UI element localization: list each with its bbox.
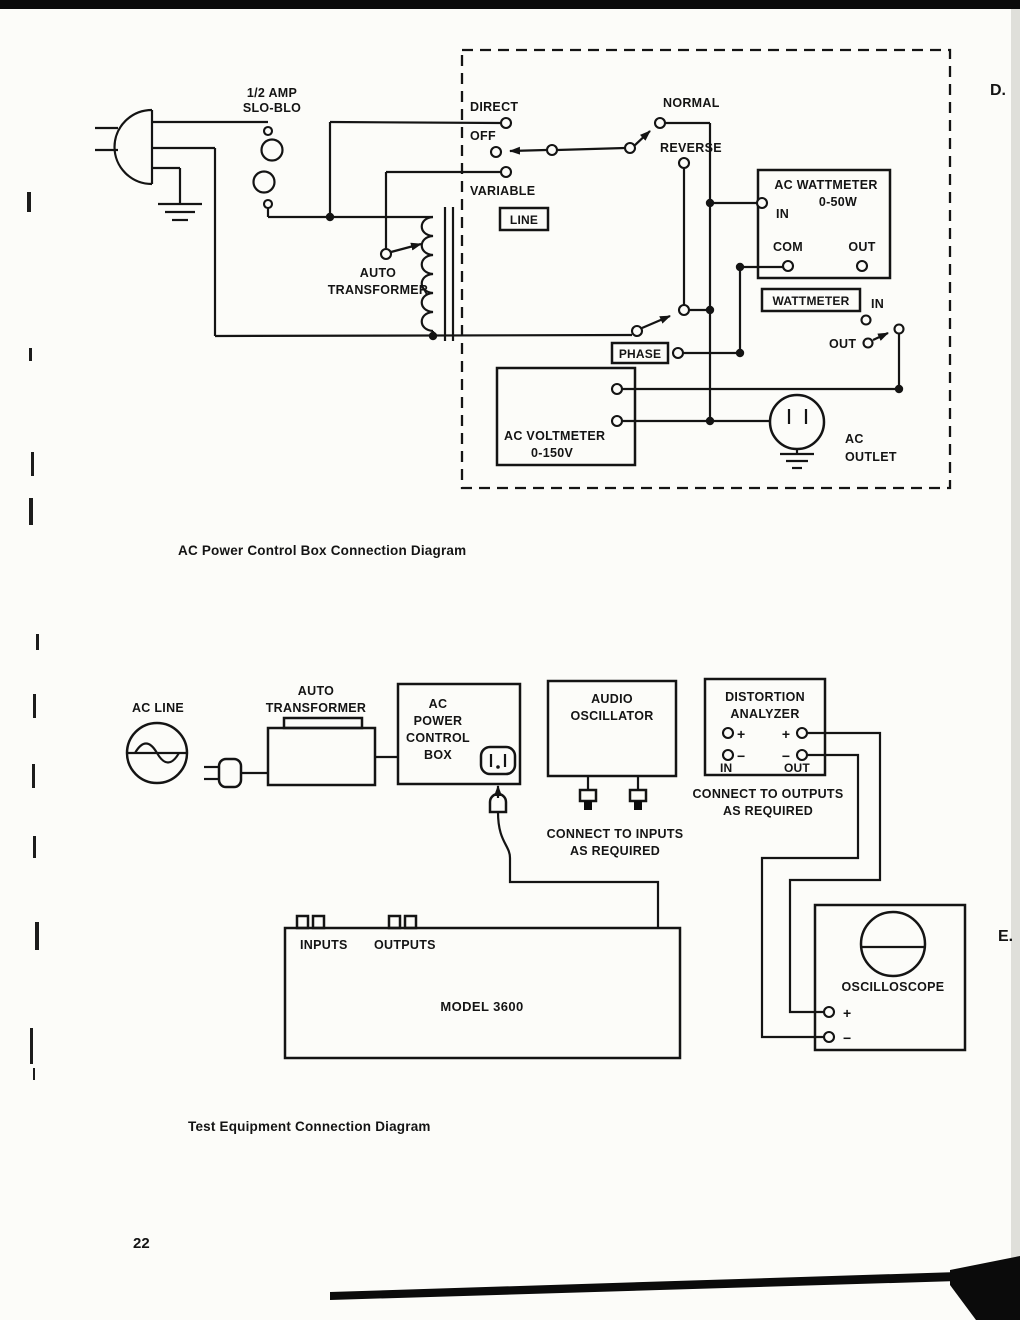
audio-oscillator: AUDIO OSCILLATOR: [546, 679, 678, 810]
wattmeter-tag-label: WATTMETER: [773, 294, 850, 308]
analyzer-out-label: OUT: [784, 761, 810, 775]
voltmeter-title: AC VOLTMETER: [504, 429, 605, 443]
model-outputs-label: OUTPUTS: [374, 938, 436, 952]
analyzer-in-minus: −: [737, 748, 745, 764]
line-tag-box: [498, 206, 550, 232]
voltmeter-range: 0-150V: [531, 446, 573, 460]
ac-plug-icon: [95, 108, 154, 186]
wattmeter-tag-out-label: OUT: [829, 337, 856, 351]
phone-jack-icon: [578, 776, 598, 810]
variable-label: VARIABLE: [470, 184, 535, 198]
analyzer-scope-wiring: [760, 731, 882, 1039]
autotransformer2-icon: [266, 716, 398, 787]
power-box-label-line4: BOX: [424, 748, 452, 762]
ac-power-control-box-diagram: 1/2 AMP SLO-BLO AUTO TRANSFORMER: [95, 48, 1006, 558]
direct-label: DIRECT: [470, 100, 518, 114]
analyzer-in-plus: +: [737, 726, 745, 742]
fuse-icon: [152, 120, 284, 210]
wattmeter-range: 0-50W: [819, 195, 857, 209]
analyzer-label-line1: DISTORTION: [725, 690, 805, 704]
section-marker-e: E.: [998, 928, 1013, 945]
model-3600-unit: INPUTS OUTPUTS MODEL 3600: [283, 914, 682, 1060]
power-box-outline: [396, 682, 522, 786]
wattmeter-title: AC WATTMETER: [774, 178, 877, 192]
line-selector-switch: DIRECT OFF VARIABLE LINE: [470, 100, 637, 232]
wattmeter-jacks: WATTMETER IN OUT: [760, 287, 905, 394]
ac-wattmeter: AC WATTMETER 0-50W IN COM OUT: [755, 168, 892, 280]
oscilloscope-label: OSCILLOSCOPE: [842, 980, 945, 994]
autotransformer2-label-line1: AUTO: [298, 684, 334, 698]
off-label: OFF: [470, 129, 496, 143]
model-name-label: MODEL 3600: [440, 999, 523, 1014]
fuse-label-line1: 1/2 AMP: [247, 86, 297, 100]
power-box-label-line3: CONTROL: [406, 731, 470, 745]
wattmeter-tag-box: [760, 287, 862, 313]
crt-screen-icon: [859, 910, 927, 978]
line-tag-label: LINE: [510, 213, 538, 227]
phase-tag-box: [610, 341, 670, 365]
ac-wattmeter-box: [756, 168, 892, 280]
analyzer-box: [703, 677, 827, 777]
reverse-label: REVERSE: [660, 141, 722, 155]
connect-outputs-line1: CONNECT TO OUTPUTS: [692, 787, 843, 801]
line-plug-icon: [204, 757, 268, 789]
analyzer-in-label: IN: [720, 761, 732, 775]
voltmeter-box: [495, 366, 637, 467]
connect-outputs-line2: AS REQUIRED: [723, 804, 813, 818]
bus-wiring: [705, 123, 783, 426]
oscillator-label-line2: OSCILLATOR: [570, 709, 653, 723]
analyzer-label-line2: ANALYZER: [730, 707, 799, 721]
power-box-label-line2: POWER: [414, 714, 463, 728]
diagram2-caption: Test Equipment Connection Diagram: [188, 1119, 431, 1134]
fuse-label-line2: SLO-BLO: [243, 101, 301, 115]
autotransformer2-label-line2: TRANSFORMER: [266, 701, 367, 715]
ac-power-control-box: AC POWER CONTROL BOX: [396, 682, 522, 786]
phone-jack-icon: [628, 776, 648, 810]
analyzer-out-minus: −: [782, 748, 790, 764]
diagram1-caption: AC Power Control Box Connection Diagram: [178, 543, 466, 558]
autotransformer-label-line2: TRANSFORMER: [328, 283, 429, 297]
distortion-analyzer: DISTORTION ANALYZER + + − − IN OUT: [703, 677, 827, 777]
power-box-label-line1: AC: [429, 697, 448, 711]
model-3600-box: [283, 926, 682, 1060]
page-number: 22: [133, 1235, 150, 1252]
scope-plus-label: +: [843, 1005, 851, 1021]
wattmeter-tag-in-label: IN: [871, 297, 884, 311]
autotransformer-coil-icon: [379, 170, 501, 341]
model-inputs-label: INPUTS: [300, 938, 348, 952]
normal-label: NORMAL: [663, 96, 720, 110]
oscilloscope-unit: OSCILLOSCOPE + −: [813, 903, 967, 1052]
input-wiring: [152, 120, 633, 338]
ac-line-label: AC LINE: [132, 701, 184, 715]
ground-icon: [152, 166, 202, 222]
oscillator-label-line1: AUDIO: [591, 692, 633, 706]
oscillator-box: [546, 679, 678, 778]
wattmeter-com-label: COM: [773, 240, 803, 254]
ac-line-source-icon: [125, 721, 189, 785]
normal-reverse-switch: NORMAL REVERSE: [630, 96, 722, 338]
autotransformer-label-line1: AUTO: [360, 266, 396, 280]
outlet-socket-icon: [479, 745, 517, 776]
ac-outlet-icon: [768, 393, 826, 470]
scope-minus-label: −: [843, 1030, 851, 1046]
connect-inputs-line2: AS REQUIRED: [570, 844, 660, 858]
oscilloscope-box: [813, 903, 967, 1052]
wattmeter-in-label: IN: [776, 207, 789, 221]
wattmeter-out-label: OUT: [848, 240, 875, 254]
ac-voltmeter: AC VOLTMETER 0-150V: [495, 366, 899, 467]
section-marker-d: D.: [990, 82, 1006, 99]
outlet-label-line2: OUTLET: [845, 450, 897, 464]
phase-switch: PHASE: [610, 341, 740, 365]
phase-tag-label: PHASE: [619, 347, 661, 361]
analyzer-out-plus: +: [782, 726, 790, 742]
connect-inputs-line1: CONNECT TO INPUTS: [547, 827, 684, 841]
power-cord: [488, 785, 660, 928]
outlet-label-line1: AC: [845, 432, 864, 446]
control-box-dashed-outline: [460, 48, 952, 490]
test-equipment-diagram: AC LINE AUTO TRANSFORMER AC POWER CONTRO…: [125, 677, 1013, 1134]
